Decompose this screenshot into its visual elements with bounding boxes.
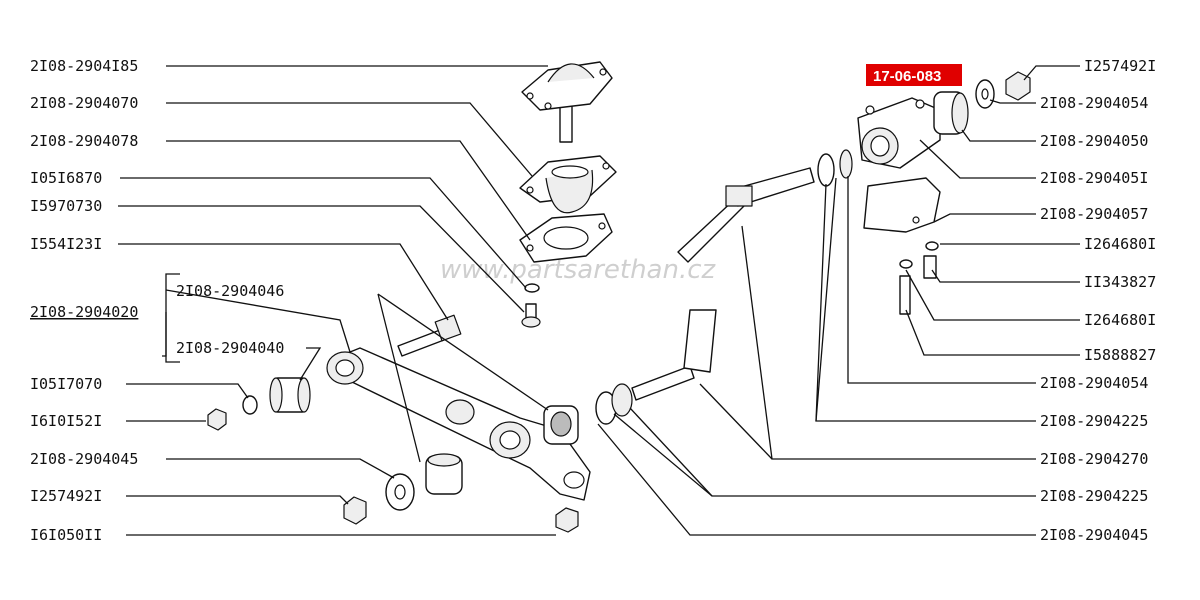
callout-left-7: I05I7070: [30, 375, 102, 393]
brace-rod-upper: [677, 167, 815, 263]
rubber-cushion-mid: [425, 453, 463, 495]
ball-joint-dome: [547, 63, 595, 83]
bushing-right: [933, 91, 969, 135]
callout-right-2: 2I08-2904054: [1040, 94, 1148, 112]
callout-left-3: 2I08-2904078: [30, 132, 138, 150]
callout-right-12: 2I08-2904270: [1040, 450, 1148, 468]
callout-right-5: 2I08-2904057: [1040, 205, 1148, 223]
bolt-b: [899, 275, 911, 315]
leader-lines: [118, 65, 1080, 536]
callout-left-4: I05I6870: [30, 169, 102, 187]
part-badge: 17-06-083: [866, 64, 962, 86]
bracket-housing: [857, 97, 941, 169]
callout-left-9: 2I08-2904045: [30, 450, 138, 468]
callout-right-14: 2I08-2904045: [1040, 526, 1148, 544]
callout-left-1: 2I08-2904I85: [30, 57, 138, 75]
bolt-short: [521, 303, 541, 328]
nut-right: [1005, 71, 1031, 101]
watermark: www.partsarethan.cz: [440, 255, 717, 285]
washer-left: [242, 395, 258, 415]
gasket: [519, 213, 613, 263]
callout-right-9: I5888827: [1084, 346, 1156, 364]
callout-right-8: I264680I: [1084, 311, 1156, 329]
nut-bottom: [343, 496, 367, 525]
callout-right-13: 2I08-2904225: [1040, 487, 1148, 505]
right-callouts: I257492I 2I08-2904054 2I08-2904050 2I08-…: [1040, 57, 1156, 544]
callout-right-11: 2I08-2904225: [1040, 412, 1148, 430]
nut-left: [207, 408, 227, 431]
bolt-a: [923, 255, 937, 279]
ball-joint: [521, 61, 613, 143]
rubber-cushion-arm: [543, 405, 579, 445]
rod-washer-b: [839, 149, 853, 179]
lower-control-arm: [326, 347, 591, 501]
ball-joint-boot: [519, 155, 617, 214]
washer-small: [524, 283, 540, 293]
rod-washer-a: [817, 153, 835, 187]
washer-bolt-a: [925, 241, 939, 251]
callout-left-6: I554I23I: [30, 235, 102, 253]
callout-left-11: I6I050II: [30, 526, 102, 544]
callout-left-2: 2I08-2904070: [30, 94, 138, 112]
parts: [207, 61, 1031, 533]
badge-background: [866, 64, 962, 86]
callout-left-10: I257492I: [30, 487, 102, 505]
badge-label: 17-06-083: [873, 68, 941, 85]
brace-rod-lower: [595, 309, 717, 425]
callout-group-member-1: 2I08-2904046: [176, 282, 284, 300]
callout-group-label: 2I08-2904020: [30, 303, 138, 321]
washer-bolt-b: [899, 259, 913, 269]
callout-right-1: I257492I: [1084, 57, 1156, 75]
callout-right-7: II343827: [1084, 273, 1156, 291]
cover-plate: [863, 177, 941, 233]
callout-right-4: 2I08-290405I: [1040, 169, 1148, 187]
bushing: [269, 377, 311, 413]
nut-lower: [555, 507, 579, 533]
callout-right-6: I264680I: [1084, 235, 1156, 253]
left-callouts: 2I08-2904I85 2I08-2904070 2I08-2904078 I…: [30, 57, 284, 544]
cushion-washer-b: [611, 383, 633, 417]
long-bolt: [397, 314, 462, 357]
callout-group-member-2: 2I08-2904040: [176, 339, 284, 357]
callout-right-3: 2I08-2904050: [1040, 132, 1148, 150]
callout-left-8: I6I0I52I: [30, 412, 102, 430]
callout-left-5: I5970730: [30, 197, 102, 215]
callout-right-10: 2I08-2904054: [1040, 374, 1148, 392]
